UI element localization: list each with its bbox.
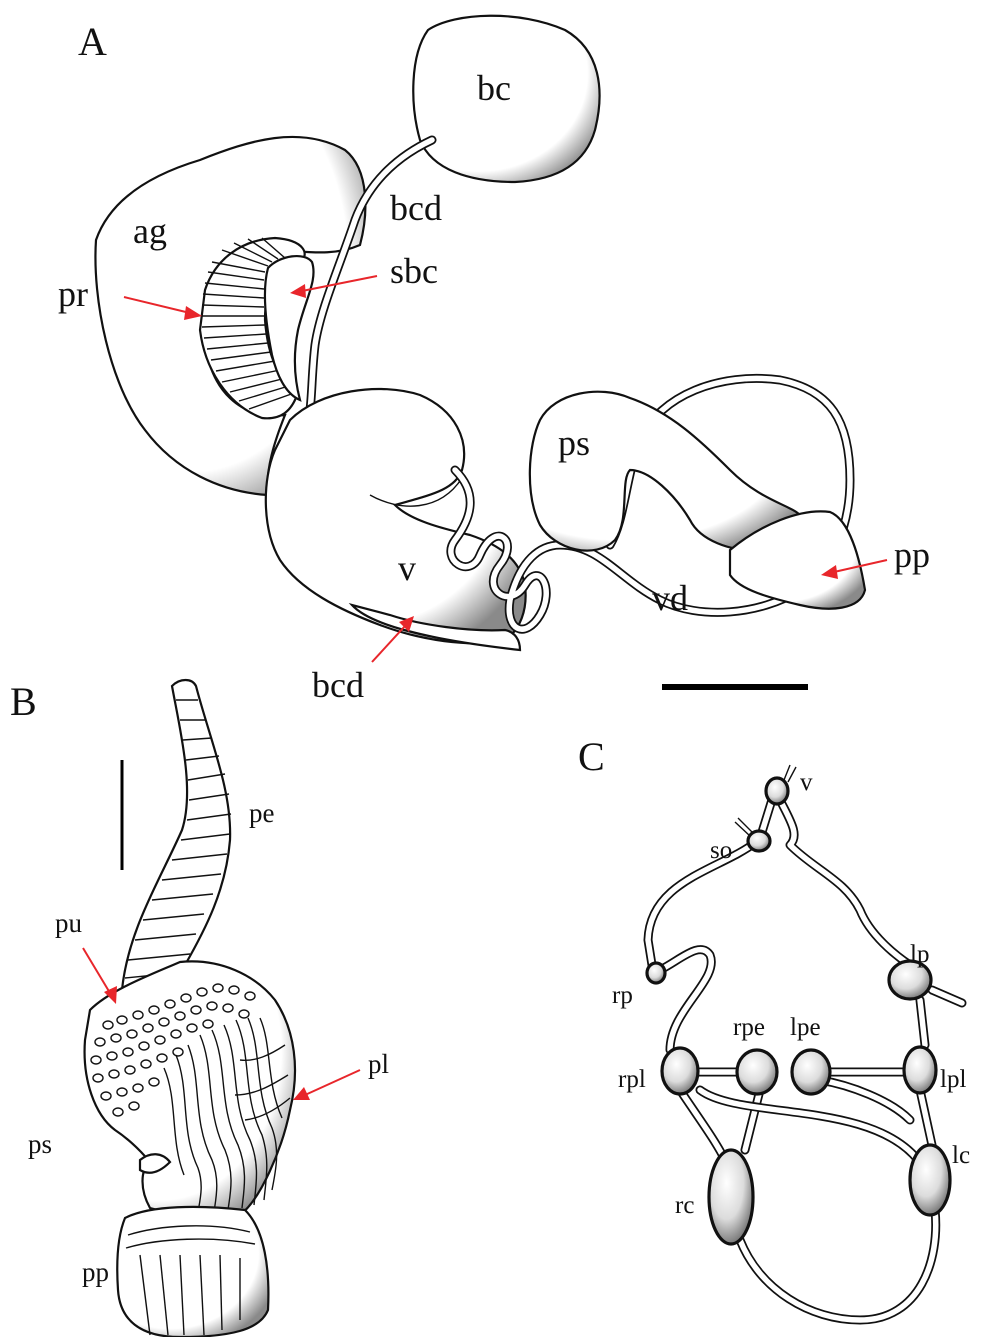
label-bcd-upper: bcd xyxy=(390,188,442,228)
panel-c: C xyxy=(578,734,970,1320)
ganglion-rp xyxy=(647,963,665,983)
vagina xyxy=(266,389,526,643)
ganglion-lpl xyxy=(904,1047,936,1093)
label-pl: pl xyxy=(368,1049,389,1079)
label-pe: pe xyxy=(249,798,275,828)
label-ps-a: ps xyxy=(558,423,590,463)
label-rpe: rpe xyxy=(733,1014,765,1041)
label-v-a: v xyxy=(398,548,416,588)
penial-sheath xyxy=(530,392,803,551)
label-lp: lp xyxy=(910,941,929,968)
ganglion-rpl xyxy=(662,1048,698,1094)
label-pr: pr xyxy=(58,274,88,314)
panel-label-b: B xyxy=(10,679,37,724)
label-lpe: lpe xyxy=(790,1014,821,1041)
label-v-c: v xyxy=(800,769,813,796)
label-rpl: rpl xyxy=(618,1066,646,1093)
label-ag: ag xyxy=(133,211,167,251)
ganglion-lpe xyxy=(792,1050,830,1094)
label-lpl: lpl xyxy=(940,1066,966,1093)
label-sbc: sbc xyxy=(390,251,438,291)
label-so: so xyxy=(710,837,732,864)
panel-label-c: C xyxy=(578,734,605,779)
label-bcd-lower: bcd xyxy=(312,665,364,705)
ganglion-rc xyxy=(709,1150,753,1244)
ganglion-v xyxy=(766,778,788,804)
label-bc: bc xyxy=(477,68,511,108)
ganglion-lc xyxy=(910,1145,950,1215)
label-pp-b: pp xyxy=(82,1257,109,1287)
label-pu: pu xyxy=(55,908,83,938)
penis-tube xyxy=(122,680,230,990)
label-rc: rc xyxy=(675,1192,694,1219)
panel-label-a: A xyxy=(78,19,107,64)
panel-b: B xyxy=(10,679,389,1337)
label-rp: rp xyxy=(612,982,633,1009)
label-ps-b: ps xyxy=(28,1129,52,1159)
label-vd: vd xyxy=(652,578,688,618)
panel-a: A xyxy=(58,16,930,705)
ganglion-rpe xyxy=(737,1050,777,1094)
label-pp-a: pp xyxy=(894,535,930,575)
ganglion-so xyxy=(748,831,770,851)
label-lc: lc xyxy=(952,1142,970,1169)
